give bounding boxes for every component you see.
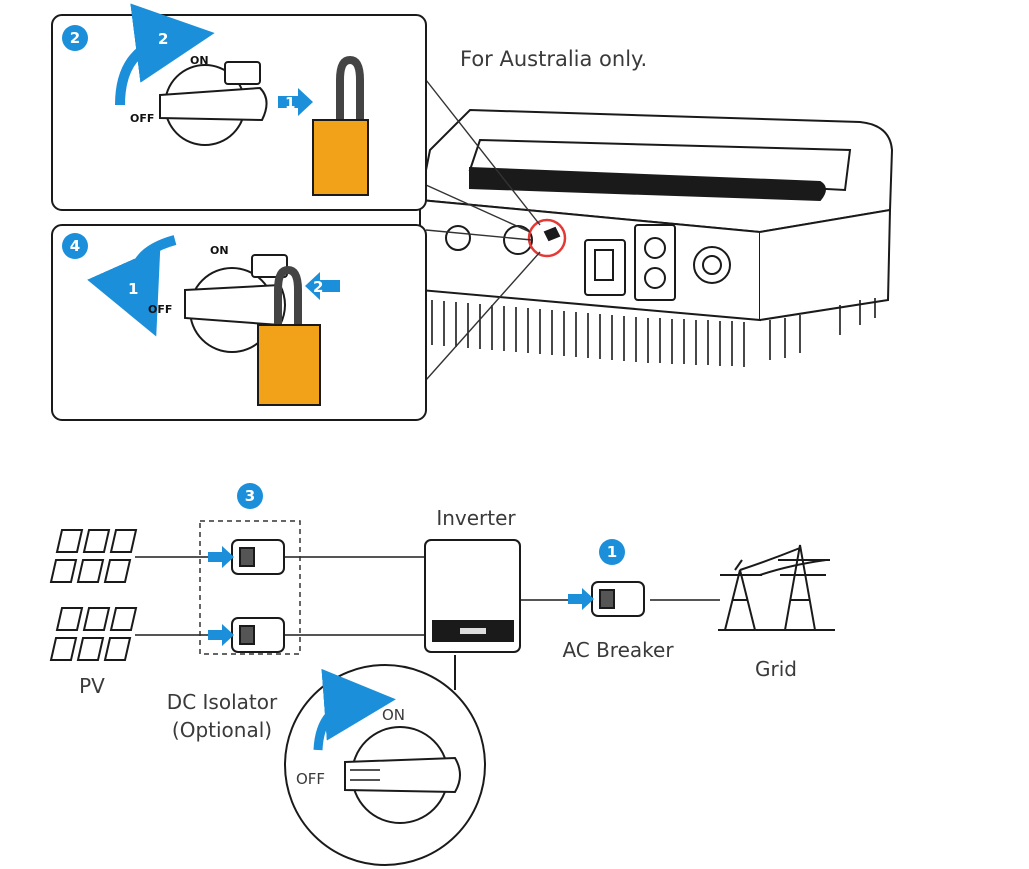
isolator-arrow-2 (208, 624, 234, 646)
rotate-arrow-bottom (87, 235, 177, 337)
svg-text:4: 4 (70, 237, 80, 255)
grid-pylon-icon (718, 544, 835, 631)
inverter-box (424, 539, 521, 653)
svg-text:2: 2 (70, 29, 80, 47)
knob-rotate-arrow (313, 668, 396, 751)
dc-isolator-switch-2 (231, 617, 285, 653)
on-label-bottom: ON (210, 244, 229, 257)
isolator-arrow-1 (208, 546, 234, 568)
switch-knob-top (159, 61, 268, 146)
knob-large (344, 726, 461, 824)
australia-note: For Australia only. (460, 47, 647, 71)
pv-panel-1 (49, 529, 138, 583)
arrow-number-bottom-lock: 2 (313, 278, 323, 296)
inverter-label: Inverter (436, 506, 516, 530)
grid-label: Grid (755, 657, 797, 681)
step-badge-4: 4 (62, 233, 88, 259)
padlock-shackle-bottom (274, 265, 302, 330)
wires (135, 556, 720, 636)
dc-isolator-optional-label: (Optional) (172, 718, 272, 742)
padlock-shackle-top (336, 55, 364, 128)
off-label-bottom: OFF (148, 303, 172, 316)
dc-isolator-switch-1 (231, 539, 285, 575)
svg-text:1: 1 (607, 543, 617, 561)
pv-panel-2 (49, 607, 138, 661)
inverter-illustration (418, 108, 894, 322)
arrow-number-top-lock: 1 (285, 94, 295, 112)
ac-breaker (591, 581, 645, 617)
step-badge-1: 1 (599, 539, 625, 565)
arrow-left-bottom (305, 272, 340, 300)
off-label-top: OFF (130, 112, 154, 125)
dc-isolator-label: DC Isolator (167, 690, 278, 714)
on-label-top: ON (190, 54, 209, 67)
svg-text:3: 3 (245, 487, 255, 505)
padlock-body-bottom (257, 324, 321, 406)
ac-breaker-label: AC Breaker (562, 638, 674, 662)
arrow-number-top-rotate: 2 (158, 30, 168, 48)
heatsink-fins (431, 298, 876, 367)
step-badge-2: 2 (62, 25, 88, 51)
pv-label: PV (79, 674, 105, 698)
ac-breaker-arrow (568, 588, 594, 610)
switch-knob-bottom (184, 254, 288, 353)
arrow-number-bottom-rotate: 1 (128, 280, 138, 298)
callout-lines (425, 79, 541, 381)
arrow-right-top (278, 88, 313, 116)
dc-isolator-box (199, 520, 301, 655)
switch-highlight-circle (527, 218, 567, 258)
step-badge-3: 3 (237, 483, 263, 509)
padlock-body-top (312, 119, 369, 196)
knob-on-label: ON (382, 706, 405, 724)
knob-off-label: OFF (296, 770, 325, 788)
rotate-arrow-top (115, 3, 215, 106)
